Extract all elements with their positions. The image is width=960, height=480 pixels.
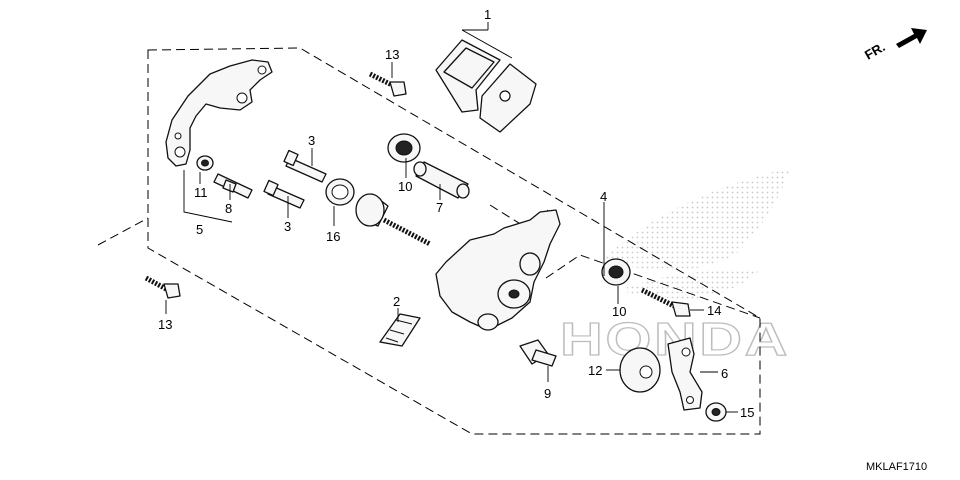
assembly-outline <box>147 47 761 435</box>
callout-10-lower: 10 <box>612 304 626 319</box>
callout-12: 12 <box>588 363 602 378</box>
callout-4: 4 <box>600 189 607 204</box>
wing-logo-lower <box>620 269 760 300</box>
callout-14: 14 <box>707 303 721 318</box>
part-3-pin-lower <box>263 179 305 209</box>
callout-13-bottom: 13 <box>158 317 172 332</box>
callout-1: 1 <box>484 7 491 22</box>
part-3-pin-upper <box>283 149 327 183</box>
part-9-bolt <box>519 339 557 367</box>
part-6-lever <box>667 337 703 411</box>
callout-3-upper: 3 <box>308 133 315 148</box>
callout-3-lower: 3 <box>284 219 291 234</box>
bracket-hole-mid <box>236 92 248 104</box>
caliper-bracket <box>165 59 273 167</box>
brand-watermark: HONDA <box>559 168 790 366</box>
part-14-bolt <box>640 287 691 317</box>
leader-lines <box>165 22 738 413</box>
part-16-seal <box>325 178 355 206</box>
caliper-piston <box>355 193 432 247</box>
part-13-bolt-top <box>368 71 407 97</box>
part-7-sleeve <box>413 161 470 199</box>
brake-pad-lining <box>443 47 495 89</box>
callout-6: 6 <box>721 366 728 381</box>
callout-7: 7 <box>436 200 443 215</box>
direction-label: FR. <box>862 39 888 62</box>
bracket-hole-top <box>257 65 267 75</box>
direction-arrow-icon <box>896 28 927 48</box>
part-13-bolt-bottom <box>144 275 181 299</box>
part-8-pin <box>213 173 253 199</box>
front-direction-indicator: FR. <box>862 28 927 63</box>
pad-hole <box>499 90 511 102</box>
caliper-housing <box>435 209 561 331</box>
bracket-group-outline <box>97 217 149 246</box>
diagram-code: MKLAF1710 <box>866 461 927 473</box>
caliper-group-outline-right <box>545 254 761 319</box>
part-10-boot-lower <box>601 258 631 286</box>
callout-10-upper: 10 <box>398 179 412 194</box>
bracket-hole-bottom <box>174 146 186 158</box>
callout-11: 11 <box>194 185 208 200</box>
bracket-hole-small <box>174 132 182 140</box>
brake-pad-set <box>435 39 537 133</box>
callout-9: 9 <box>544 386 551 401</box>
part-12-roller <box>619 347 661 393</box>
part-10-boot-upper <box>387 133 421 163</box>
callout-15: 15 <box>740 405 754 420</box>
part-11-boot <box>196 155 214 171</box>
bracket-body <box>165 59 273 167</box>
caliper-body <box>435 209 561 331</box>
callout-2: 2 <box>393 294 400 309</box>
callout-13-top: 13 <box>385 47 399 62</box>
part-2-pad-spring <box>379 313 421 347</box>
part-15-nut <box>705 402 727 422</box>
wing-logo <box>600 168 790 272</box>
callout-16: 16 <box>326 229 340 244</box>
callouts: 1 13 3 10 7 11 8 3 5 16 4 10 14 2 13 12 … <box>158 7 754 420</box>
callout-5: 5 <box>196 222 203 237</box>
callout-8: 8 <box>225 201 232 216</box>
